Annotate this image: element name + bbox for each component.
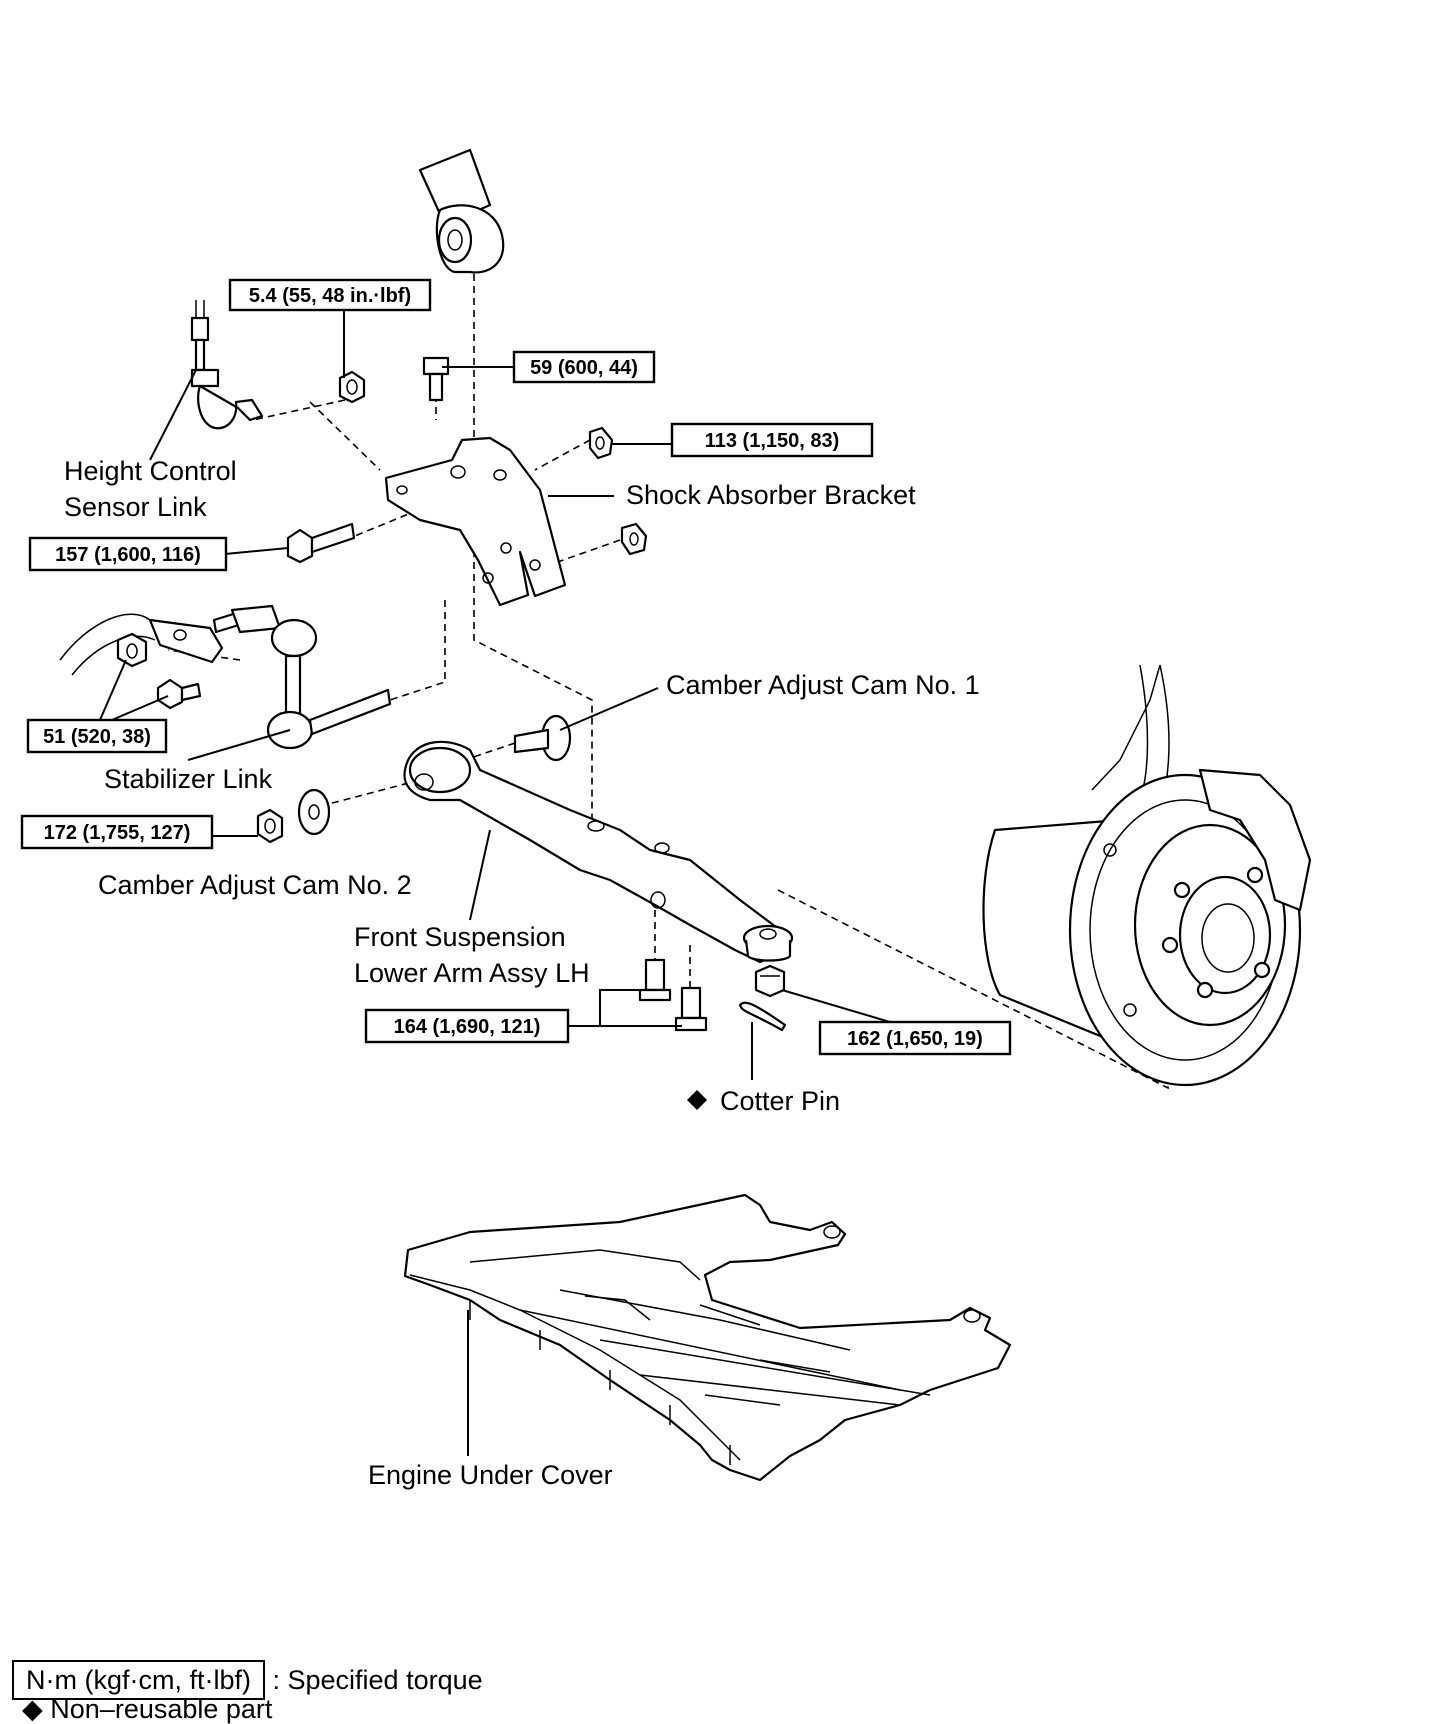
stabilizer-link-part [230, 604, 392, 750]
torque-sensor-link-nut: 5.4 (55, 48 in.·lbf) [228, 278, 432, 312]
label-engine-under-cover: Engine Under Cover [368, 1460, 613, 1490]
knuckle-brake-assembly [982, 664, 1312, 1087]
svg-text:164 (1,690, 121): 164 (1,690, 121) [394, 1016, 541, 1038]
svg-text:5.4 (55, 48 in.·lbf): 5.4 (55, 48 in.·lbf) [249, 285, 411, 307]
lower-arm-bolt-1 [638, 958, 672, 1002]
lower-arm-bolt-2 [674, 986, 708, 1032]
stabilizer-bolts [156, 610, 244, 710]
non-reusable-diamond-icon [687, 1090, 707, 1110]
stabilizer-bar [59, 613, 224, 676]
leader-lines [99, 310, 891, 1456]
torque-bracket-nut: 113 (1,150, 83) [670, 422, 874, 458]
stabilizer-nut [116, 632, 148, 668]
bracket-side-bolt [286, 522, 356, 564]
cotter-pin-part [738, 1001, 787, 1032]
legend: N·m (kgf·cm, ft·lbf) : Specified torque [12, 1660, 483, 1700]
shock-absorber-bracket-part [384, 436, 567, 607]
svg-text:51 (520, 38): 51 (520, 38) [43, 726, 151, 748]
torque-legend-text: : Specified torque [272, 1665, 483, 1695]
camber-cam-no2-part [297, 788, 331, 836]
camber-cam-no1-part [513, 714, 572, 762]
label-shock-absorber-bracket: Shock Absorber Bracket [626, 480, 916, 510]
torque-stabilizer-nut: 51 (520, 38) [26, 718, 168, 754]
lower-arm-part [403, 740, 794, 964]
svg-text:172 (1,755, 127): 172 (1,755, 127) [44, 822, 191, 844]
label-height-control-1: Height Control [64, 456, 237, 486]
svg-text:113 (1,150, 83): 113 (1,150, 83) [705, 430, 840, 452]
label-front-suspension-1: Front Suspension [354, 922, 566, 952]
bracket-nut-lower [620, 522, 648, 556]
label-camber-adjust-cam-no2: Camber Adjust Cam No. 2 [98, 870, 412, 900]
shock-absorber [418, 148, 505, 274]
torque-bracket-bolt-side: 157 (1,600, 116) [28, 536, 228, 572]
sensor-link-nut [338, 370, 366, 404]
ball-joint-nut [754, 964, 786, 998]
torque-ball-joint-nut: 162 (1,650, 19) [818, 1020, 1012, 1056]
torque-lower-arm-bolts: 164 (1,690, 121) [364, 1008, 570, 1044]
torque-bracket-bolt-top: 59 (600, 44) [512, 350, 656, 384]
height-control-sensor-link [190, 300, 264, 430]
svg-text:162 (1,650, 19): 162 (1,650, 19) [847, 1028, 983, 1050]
bracket-nut-upper [588, 426, 614, 460]
label-cotter-pin: Cotter Pin [720, 1086, 840, 1116]
label-camber-adjust-cam-no1: Camber Adjust Cam No. 1 [666, 670, 980, 700]
svg-text:59 (600, 44): 59 (600, 44) [530, 357, 638, 379]
torque-legend-symbol: N·m (kgf·cm, ft·lbf) [12, 1660, 265, 1700]
non-reusable-legend-text: Non–reusable part [50, 1694, 273, 1724]
torque-camber-nut: 172 (1,755, 127) [20, 814, 214, 850]
label-height-control-2: Sensor Link [64, 492, 207, 522]
bracket-top-bolt [422, 356, 450, 402]
label-stabilizer-link: Stabilizer Link [104, 764, 273, 794]
legend-non-reusable: ◆ Non–reusable part [22, 1694, 272, 1724]
svg-text:157 (1,600, 116): 157 (1,600, 116) [55, 544, 201, 566]
diamond-icon: ◆ [22, 1694, 43, 1724]
engine-under-cover-part [403, 1193, 1012, 1482]
label-front-suspension-2: Lower Arm Assy LH [354, 958, 590, 988]
camber-nut [256, 808, 284, 844]
